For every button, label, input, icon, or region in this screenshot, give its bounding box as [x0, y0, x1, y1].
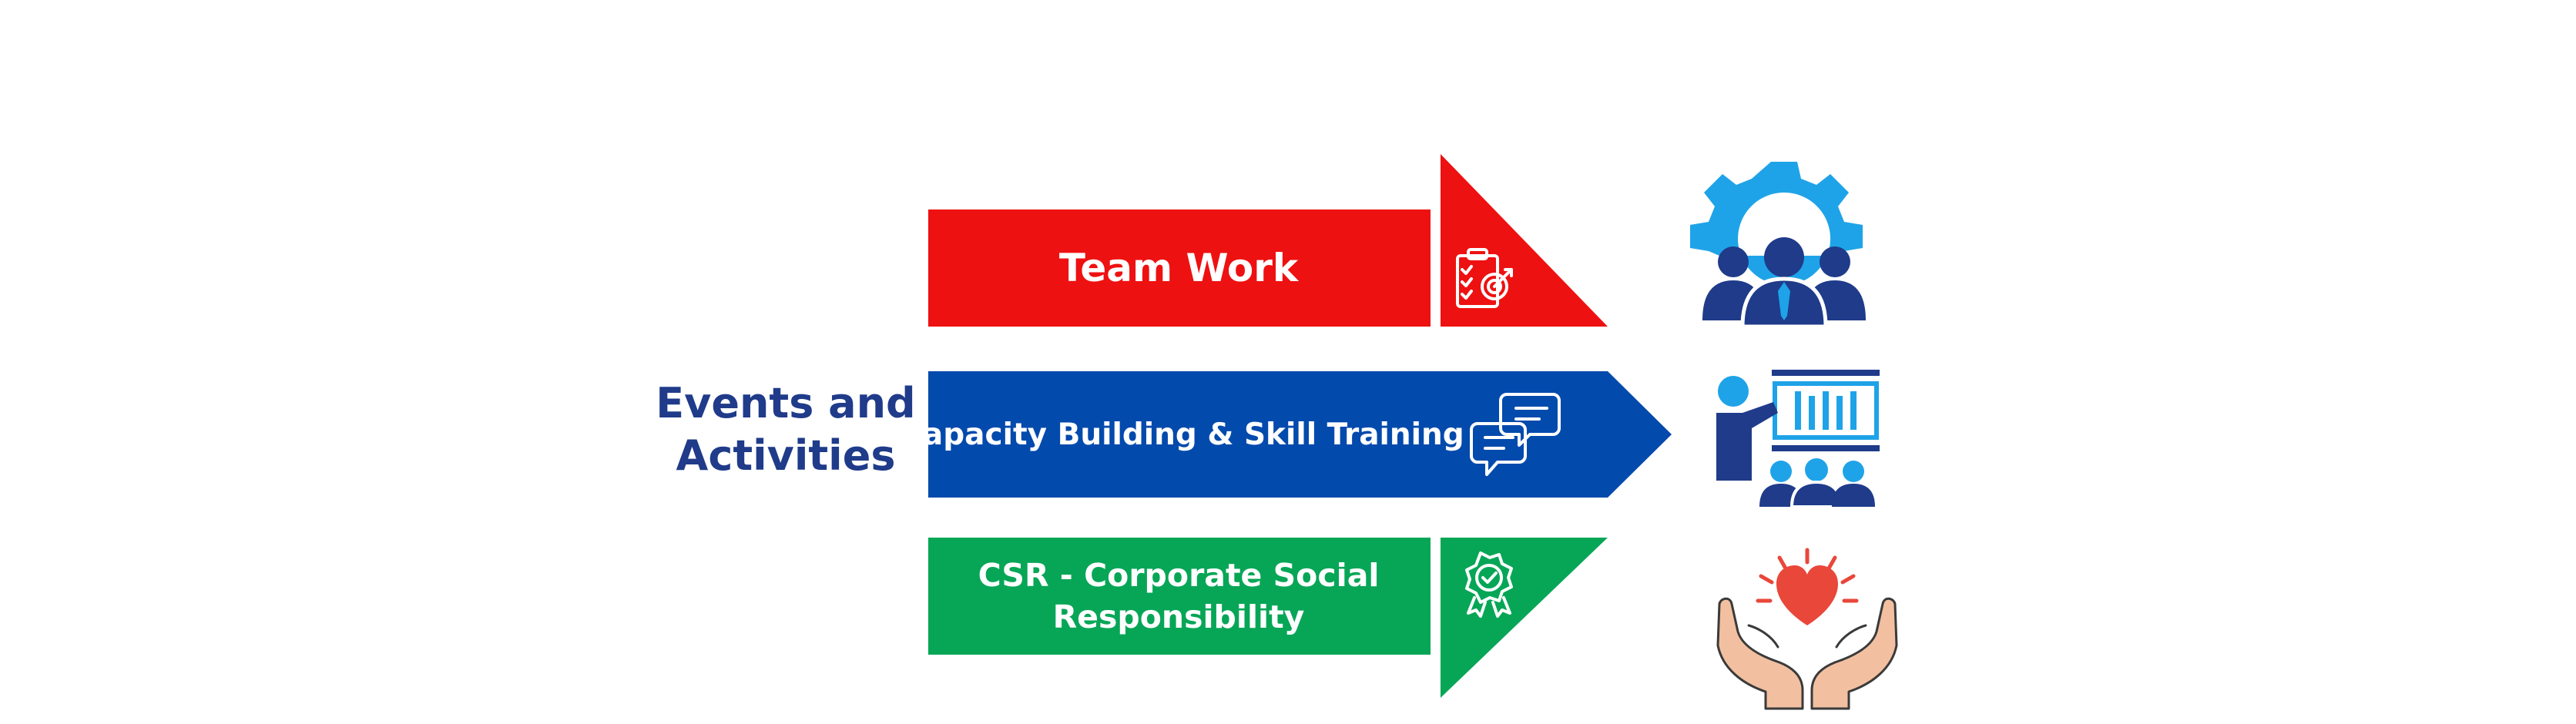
chat-bubbles-icon: [1470, 393, 1561, 476]
hands-heart-icon: [1716, 548, 1898, 710]
csr-label-line-2: Responsibility: [1052, 598, 1305, 635]
team-gear-icon: [1690, 162, 1866, 329]
csr-banner: [928, 538, 1431, 655]
award-badge-icon: [1465, 551, 1513, 618]
csr-label: CSR - Corporate Social Responsibility: [928, 538, 1429, 655]
team-work-banner: [928, 209, 1431, 327]
diagram-heading: Events and Activities: [647, 377, 924, 482]
capacity-building-label: Capacity Building & Skill Training: [901, 417, 1464, 452]
csr-flag: [1441, 538, 1608, 698]
team-work-label: Team Work: [1058, 246, 1299, 290]
clipboard-target-icon: [1456, 248, 1513, 308]
heading-line-2: Activities: [676, 431, 896, 480]
csr-label-line-1: CSR - Corporate Social: [978, 557, 1380, 594]
heading-line-1: Events and: [656, 379, 916, 427]
team-work-flag: [1441, 154, 1608, 327]
presentation-training-icon: [1716, 370, 1880, 508]
